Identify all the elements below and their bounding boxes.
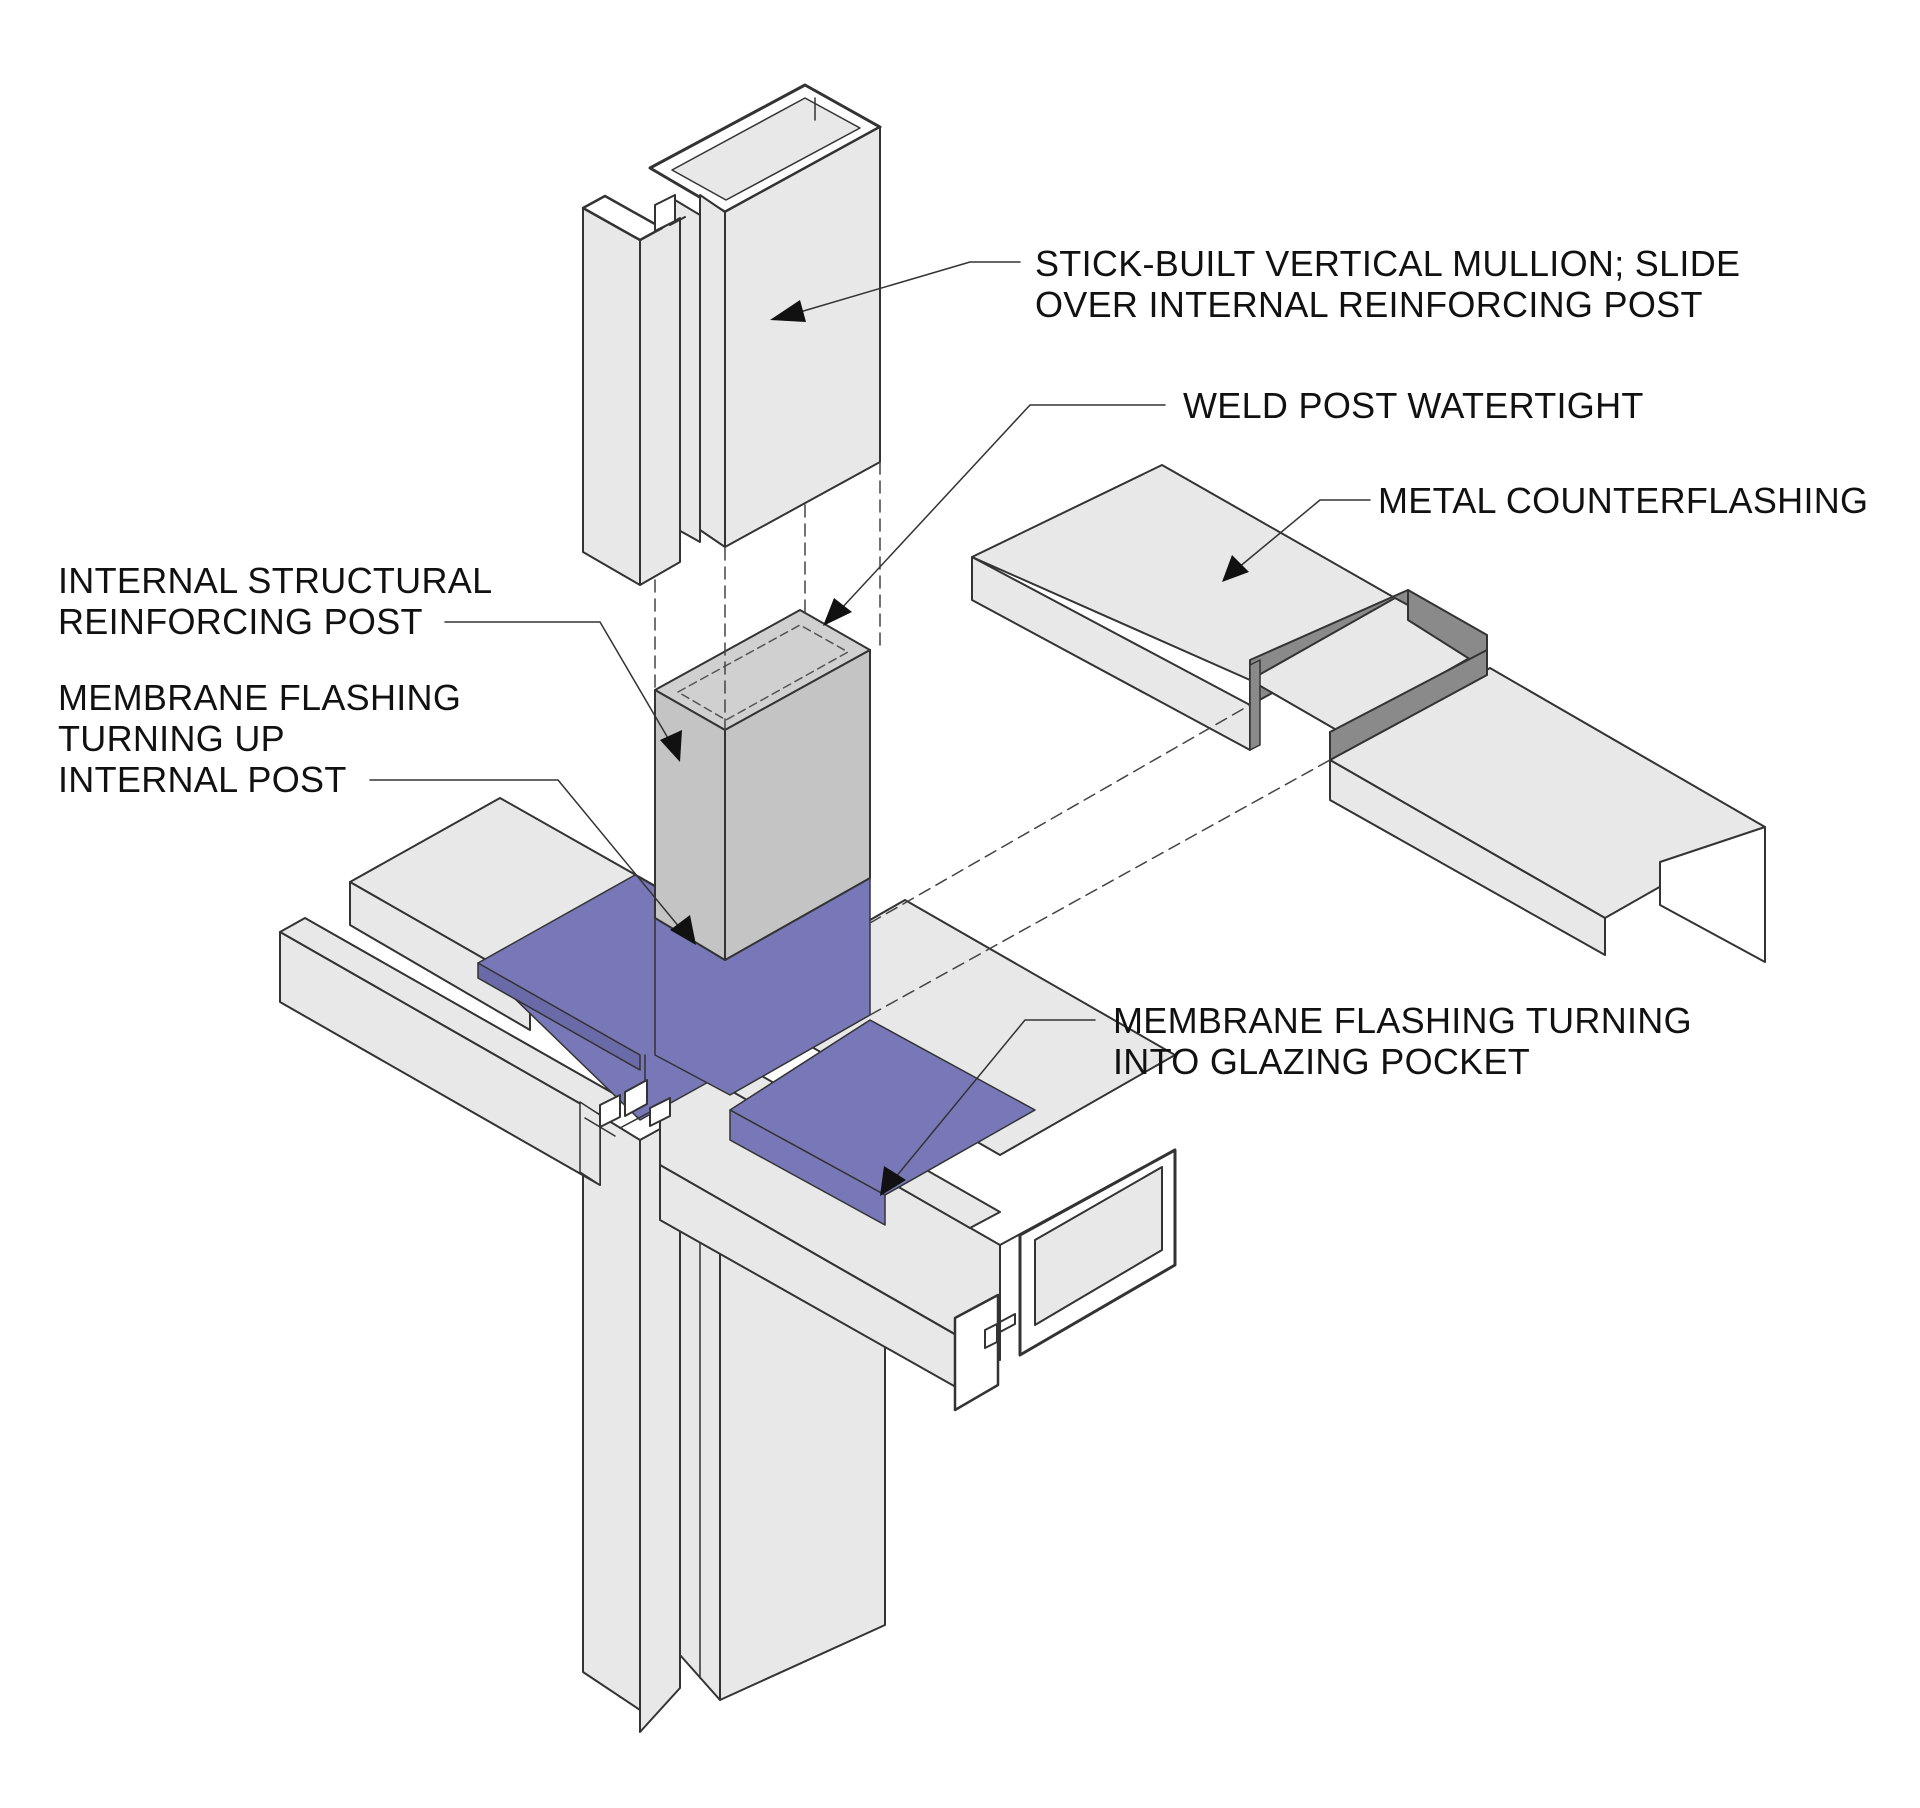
label-membrane-up: MEMBRANE FLASHING TURNING UP INTERNAL PO… xyxy=(58,677,461,800)
leader-membrane-pocket xyxy=(894,1019,1096,1179)
leader-mullion xyxy=(799,261,1021,313)
upper-pressure-plate-side xyxy=(582,207,641,586)
label-post-line2: REINFORCING POST xyxy=(58,601,423,642)
post-right xyxy=(724,649,871,961)
label-post: INTERNAL STRUCTURAL REINFORCING POST xyxy=(58,560,492,642)
leader-arrowheads xyxy=(660,300,1249,1196)
post-weld-outline xyxy=(677,624,849,721)
upper-mullion-top-inner xyxy=(671,97,861,201)
membrane-right-drop xyxy=(729,1109,886,1226)
label-mullion-line1: STICK-BUILT VERTICAL MULLION; SLIDE xyxy=(1035,243,1741,284)
label-counterflashing: METAL COUNTERFLASHING xyxy=(1378,480,1868,521)
metal-counterflashing xyxy=(971,464,1766,963)
arrowhead-membrane-up xyxy=(670,915,696,945)
label-post-line1: INTERNAL STRUCTURAL xyxy=(58,560,493,601)
upper-mullion-side xyxy=(699,194,726,548)
internal-reinforcing-post xyxy=(654,609,871,961)
left-cover-end xyxy=(579,1101,601,1186)
leader-counterflashing xyxy=(1237,499,1371,569)
label-membrane-pocket-line1: MEMBRANE FLASHING TURNING xyxy=(1113,1000,1692,1041)
label-membrane-up-line1: MEMBRANE FLASHING xyxy=(58,677,462,718)
cf-step-left-wall xyxy=(1249,659,1261,751)
arrowhead-membrane-pocket xyxy=(880,1166,906,1196)
alignment-lines xyxy=(654,461,1331,1016)
leader-membrane-up xyxy=(369,779,681,929)
cf-step-front xyxy=(1329,649,1488,761)
label-weld: WELD POST WATERTIGHT xyxy=(1183,385,1644,426)
label-membrane-up-line3: INTERNAL POST xyxy=(58,759,347,800)
cf-right-return xyxy=(1659,826,1766,963)
label-mullion-line2: OVER INTERNAL REINFORCING POST xyxy=(1035,284,1703,325)
label-mullion: STICK-BUILT VERTICAL MULLION; SLIDE OVER… xyxy=(1035,243,1740,325)
leader-weld xyxy=(839,404,1166,611)
leader-post xyxy=(444,621,673,746)
left-mullion-front-back xyxy=(349,881,531,1031)
label-membrane-pocket-line2: INTO GLAZING POCKET xyxy=(1113,1041,1531,1082)
leader-lines xyxy=(369,261,1371,1179)
arrowhead-counterflashing xyxy=(1222,555,1249,582)
upper-vertical-mullion xyxy=(581,83,882,586)
right-cover-end xyxy=(953,1293,1000,1412)
membrane-left-edge xyxy=(477,962,641,1071)
label-membrane-up-line2: TURNING UP xyxy=(58,718,285,759)
upper-pressure-plate-front xyxy=(639,217,681,586)
label-membrane-pocket: MEMBRANE FLASHING TURNING INTO GLAZING P… xyxy=(1113,1000,1692,1082)
cf-right-face xyxy=(1329,759,1606,956)
label-weld-line1: WELD POST WATERTIGHT xyxy=(1183,385,1644,426)
mullion-profile-junction xyxy=(584,1079,671,1137)
arrowhead-post xyxy=(660,730,682,762)
label-counterflashing-line1: METAL COUNTERFLASHING xyxy=(1378,480,1869,521)
right-mullion-end-inner xyxy=(1034,1166,1163,1326)
lower-pressure-plate-side xyxy=(582,1104,641,1711)
arrowhead-mullion xyxy=(770,300,806,322)
arrowhead-weld xyxy=(823,598,852,626)
